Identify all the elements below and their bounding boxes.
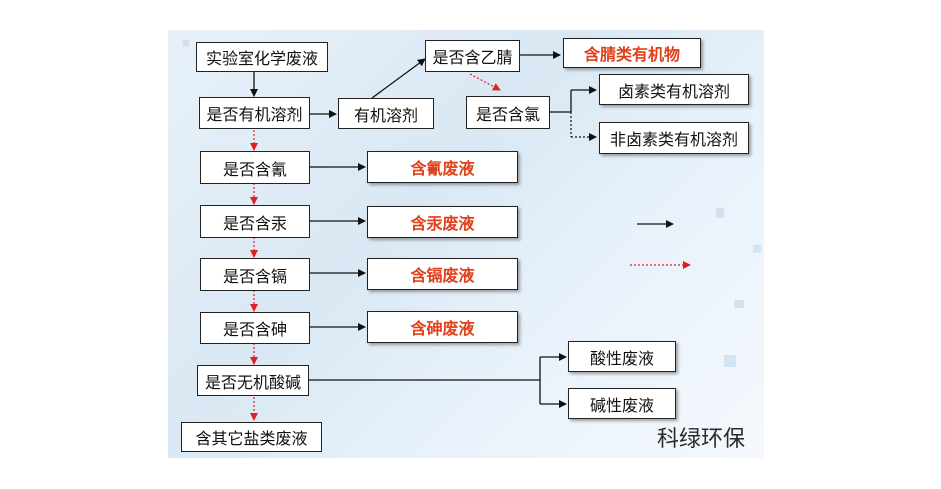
- node-alkali-waste: 碱性废液: [568, 388, 676, 419]
- node-cyanide-question: 是否含氰: [200, 151, 310, 184]
- node-cyanide-waste: 含氰废液: [367, 151, 518, 183]
- node-inorganic-question: 是否无机酸碱: [197, 365, 309, 396]
- node-organic: 有机溶剂: [338, 98, 434, 129]
- node-halogen-waste: 卤素类有机溶剂: [599, 74, 749, 105]
- node-mercury-waste: 含汞废液: [367, 206, 518, 238]
- node-nitrile-question: 是否含乙腈: [425, 40, 520, 72]
- node-cadmium-waste: 含镉废液: [367, 258, 518, 290]
- node-chlorine-question: 是否含氯: [466, 96, 550, 129]
- node-organic-question: 是否有机溶剂: [199, 97, 310, 129]
- node-salt-waste: 含其它盐类废液: [181, 422, 322, 452]
- node-nonhalogen-waste: 非卤素类有机溶剂: [599, 122, 749, 154]
- node-acid-waste: 酸性废液: [568, 341, 676, 372]
- node-arsenic-question: 是否含砷: [200, 312, 310, 344]
- node-arsenic-waste: 含砷废液: [367, 311, 518, 343]
- node-nitrile-waste: 含腈类有机物: [563, 38, 701, 68]
- node-mercury-question: 是否含汞: [200, 205, 310, 238]
- arrow-nitrile-no: [469, 73, 501, 91]
- watermark: 科绿环保: [657, 427, 746, 452]
- node-cadmium-question: 是否含镉: [200, 258, 310, 291]
- node-start: 实验室化学废液: [196, 42, 328, 72]
- arrow-organic-nitrile: [371, 58, 426, 99]
